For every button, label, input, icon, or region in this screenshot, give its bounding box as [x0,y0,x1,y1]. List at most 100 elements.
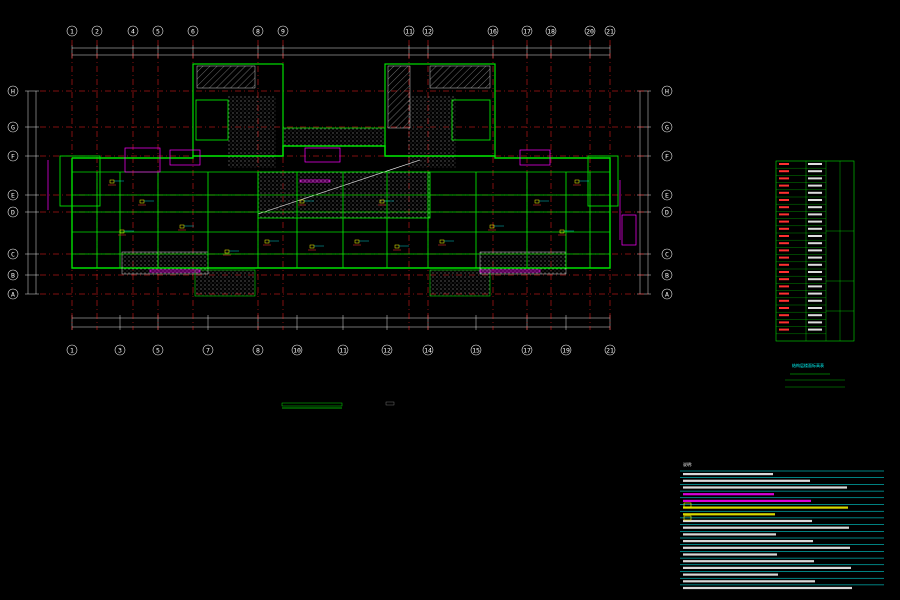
bottom-axis-circle [252,344,264,356]
table-cell-text [779,263,789,266]
table-cell-text [779,256,789,259]
bottom-axis-circle [560,344,572,356]
top-axis-circle [403,25,415,37]
table-cell-text [808,271,822,273]
elevation-table [775,160,855,342]
right-axis-circle [661,269,673,281]
notes-legend-swatch [683,502,692,508]
top-axis-label: 20 [586,27,594,35]
notes-line-text [683,553,777,556]
top-axis-label: 16 [489,27,497,35]
table-cell-text [808,292,822,295]
side-beam-box [621,214,637,246]
corridor-slab [282,127,386,147]
table-cell-text [808,314,822,317]
table-cell-text [808,307,822,309]
bottom-axis-circle [202,344,214,356]
table-cell-text [779,163,789,165]
entry-right [429,269,491,297]
table-cell-text [779,177,789,180]
bottom-axis-circle [381,344,393,356]
top-axis-circle [521,25,533,37]
table-cell-text [779,321,789,324]
bottom-axis-circle [66,344,78,356]
bottom-axis-label: 7 [206,346,210,354]
notes-legend-swatch [683,515,692,521]
right-axis-circle [661,121,673,133]
table-cell-text [779,307,789,309]
left-axis-circle [7,150,19,162]
left-axis-circle [7,121,19,133]
table-cell-text [808,199,822,201]
table-cell-text [779,271,789,273]
stair-slab-left [228,96,276,168]
core-room-left [195,99,229,141]
notes-line-text [683,506,848,509]
mark-box [179,224,185,229]
plan-caption [281,401,395,409]
bottom-axis-circle [291,344,303,356]
table-cell-text [779,213,789,216]
table-legend: 结构层楼面标高表 [785,362,845,388]
beam-rect [304,147,341,163]
table-cell-text [808,278,822,281]
beam-rect [124,147,161,173]
notes-block: 说明: [680,461,884,590]
mark-box [534,199,540,204]
right-axis-label: D [665,208,669,216]
entry-left [194,269,256,297]
bottom-axis-label: 21 [606,346,614,354]
right-axis-circle [661,85,673,97]
top-axis-label: 1 [70,27,74,35]
bottom-axis-label: 5 [156,346,160,354]
table-cell-text [779,199,789,201]
beam-rect [479,269,541,273]
left-axis-label: F [11,152,15,160]
right-axis-label: F [665,152,669,160]
beam-lines [47,147,637,273]
beam-rect [519,149,551,166]
table-cell-text [779,235,789,237]
top-axis-circle [91,25,103,37]
mark-box [439,239,445,244]
top-axis-label: 5 [156,27,160,35]
table-cell-text [808,328,822,331]
left-axis-label: D [11,208,15,216]
right-axis-label: C [665,250,669,258]
top-axis-label: 11 [405,27,413,35]
notes-line-text [683,526,849,529]
bottom-axis-label: 11 [339,346,347,354]
bottom-axis-label: 14 [424,346,432,354]
right-axis-label: B [665,271,669,279]
left-axis-circle [7,206,19,218]
beam-rect [299,179,331,183]
table-cell-text [779,314,789,317]
top-axis-circle [127,25,139,37]
mark-box [139,199,145,204]
mark-box [559,229,565,234]
mark-box [489,224,495,229]
room-walls [59,99,619,268]
notes-line-text [683,573,778,576]
beam-rect [169,149,201,166]
table-cell-text [808,263,822,266]
bottom-axis-label: 12 [383,346,391,354]
annotation-marks [108,179,589,256]
notes-line-text [683,519,812,523]
table-cell-text [808,163,822,165]
left-axis-circle [7,248,19,260]
left-bay-wall [59,155,101,207]
table-cell-text [779,249,789,252]
right-axis-circle [661,189,673,201]
table-cell-text [779,227,789,230]
bottom-axis-circle [521,344,533,356]
mark-box [379,199,385,204]
table-cell-text [808,206,822,209]
bottom-axis-label: 1 [70,346,74,354]
right-axis-circle [661,206,673,218]
stair-slab-right [408,96,456,168]
table-cell-text [808,256,822,259]
